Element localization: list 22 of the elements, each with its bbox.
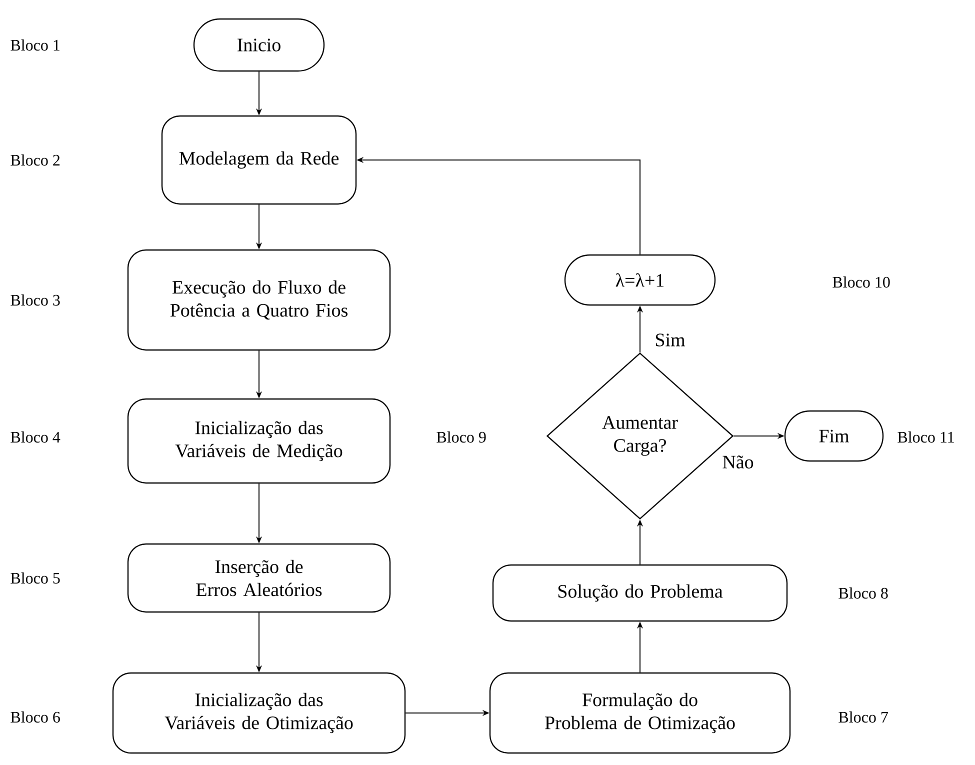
block-label: Bloco 4 bbox=[10, 431, 60, 443]
edge-label: Sim bbox=[654, 332, 686, 348]
block-label: Bloco 10 bbox=[832, 276, 890, 288]
block-label: Bloco 1 bbox=[10, 39, 60, 51]
terminal-box: Inicio bbox=[193, 18, 325, 72]
block-label: Bloco 7 bbox=[838, 711, 888, 723]
block-label: Bloco 5 bbox=[10, 572, 60, 584]
process-box: Inserção de Erros Aleatórios bbox=[127, 543, 391, 613]
process-box: Modelagem da Rede bbox=[161, 115, 357, 205]
block-label: Bloco 3 bbox=[10, 294, 60, 306]
process-box: Inicialização das Variáveis de Medição bbox=[127, 398, 391, 484]
process-box: Solução do Problema bbox=[492, 564, 788, 622]
terminal-box: Fim bbox=[784, 410, 884, 462]
block-label: Bloco 8 bbox=[838, 587, 888, 599]
process-box: Inicialização das Variáveis de Otimização bbox=[112, 672, 406, 754]
block-label: Bloco 9 bbox=[436, 431, 486, 443]
block-label: Bloco 2 bbox=[10, 154, 60, 166]
block-label: Bloco 6 bbox=[10, 711, 60, 723]
block-label: Bloco 11 bbox=[898, 431, 954, 443]
terminal-box: λ=λ+1 bbox=[564, 254, 716, 306]
process-box: Execução do Fluxo de Potência a Quatro Fios bbox=[127, 249, 391, 351]
process-box: Formulação do Problema de Otimização bbox=[489, 672, 791, 754]
